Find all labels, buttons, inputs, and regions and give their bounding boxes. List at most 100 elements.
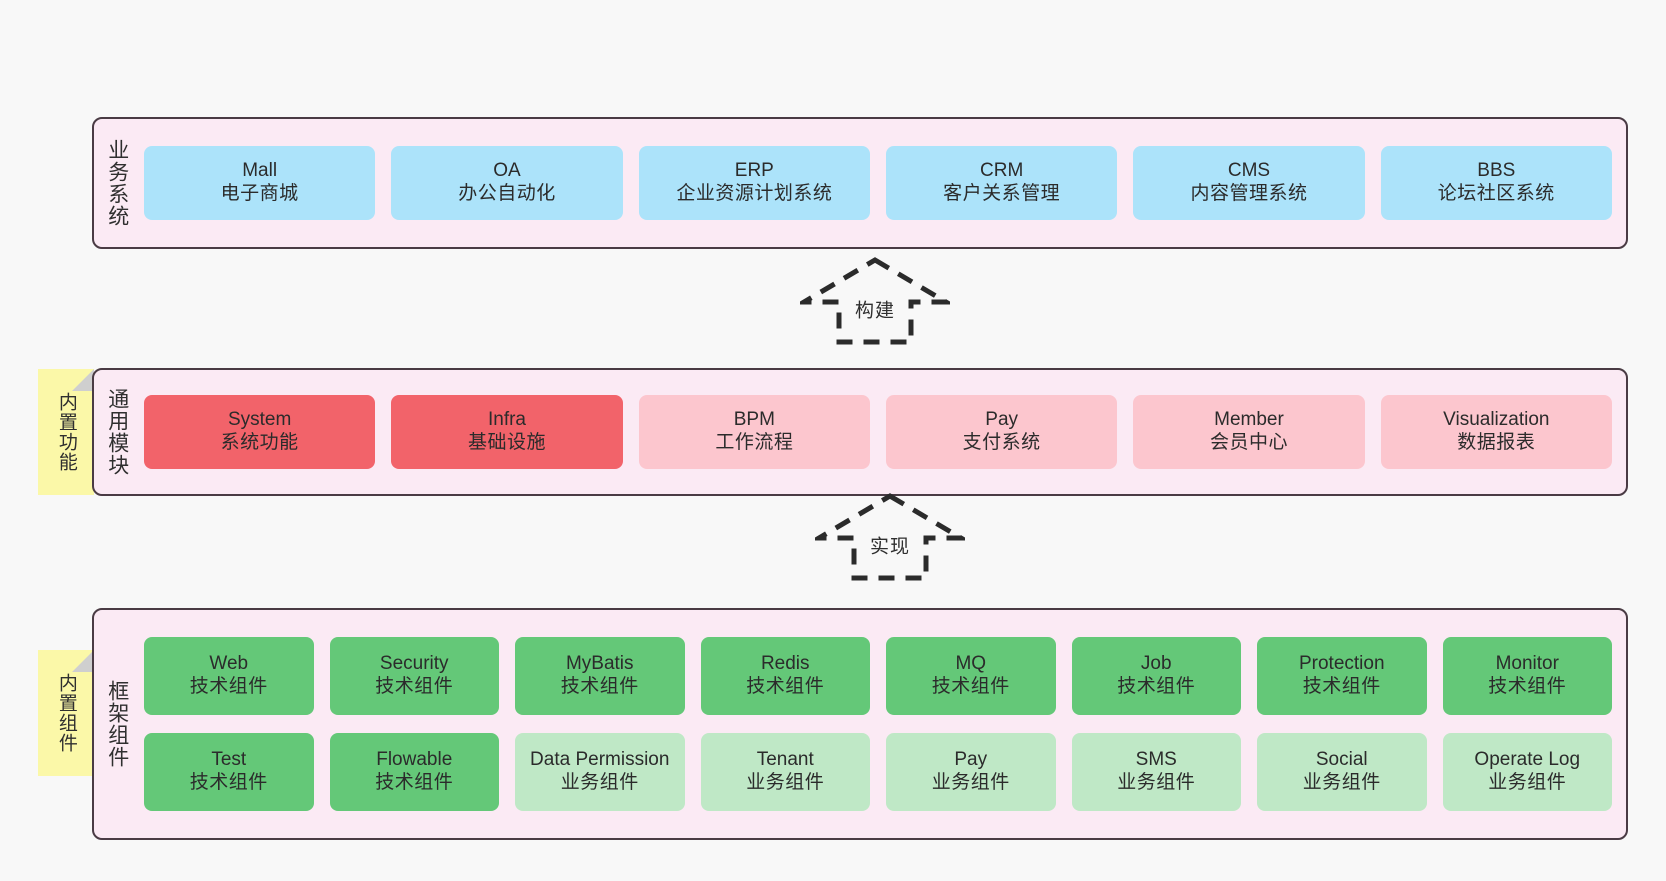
tag-built-in-components-label: 内置组件 [55, 673, 77, 753]
box-oa[interactable]: OA 办公自动化 [391, 146, 623, 220]
framework-row-1: Web 技术组件 Security 技术组件 MyBatis 技术组件 Redi… [144, 637, 1612, 715]
box-mq-en: MQ [955, 653, 987, 675]
box-system[interactable]: System 系统功能 [144, 395, 376, 469]
box-bpm[interactable]: BPM 工作流程 [638, 395, 870, 469]
box-flowable[interactable]: Flowable 技术组件 [329, 733, 499, 811]
box-oa-en: OA [493, 160, 521, 182]
box-mybatis-cn: 技术组件 [560, 676, 639, 697]
box-operate-log-cn: 业务组件 [1488, 772, 1567, 793]
business-row: Mall 电子商城 OA 办公自动化 ERP 企业资源计划系统 CRM 客户关系… [144, 146, 1612, 220]
box-crm[interactable]: CRM 客户关系管理 [885, 146, 1118, 220]
box-system-cn: 系统功能 [220, 432, 299, 453]
box-protection[interactable]: Protection 技术组件 [1257, 637, 1427, 715]
box-sms[interactable]: SMS 业务组件 [1071, 733, 1241, 811]
box-social-cn: 业务组件 [1302, 772, 1381, 793]
box-pay-module-cn: 支付系统 [962, 432, 1041, 453]
box-cms-cn: 内容管理系统 [1190, 183, 1308, 204]
box-infra-cn: 基础设施 [467, 432, 546, 453]
arrow-build-label: 构建 [854, 300, 896, 322]
common-row: System 系统功能 Infra 基础设施 BPM 工作流程 Pay 支付系统… [144, 395, 1612, 469]
box-data-permission-en: Data Permission [530, 749, 670, 771]
box-bpm-cn: 工作流程 [715, 432, 794, 453]
box-cms[interactable]: CMS 内容管理系统 [1133, 146, 1365, 220]
box-tenant-cn: 业务组件 [746, 772, 825, 793]
box-member[interactable]: Member 会员中心 [1133, 395, 1365, 469]
box-mall[interactable]: Mall 电子商城 [144, 146, 376, 220]
box-mybatis[interactable]: MyBatis 技术组件 [515, 637, 685, 715]
box-redis[interactable]: Redis 技术组件 [700, 637, 870, 715]
box-operate-log-en: Operate Log [1474, 749, 1581, 771]
box-mq-cn: 技术组件 [931, 676, 1010, 697]
box-visualization-en: Visualization [1443, 409, 1550, 431]
box-erp-cn: 企业资源计划系统 [676, 183, 833, 204]
box-tenant[interactable]: Tenant 业务组件 [700, 733, 870, 811]
layer-title-common: 通用模块 [105, 388, 129, 476]
box-operate-log[interactable]: Operate Log 业务组件 [1442, 733, 1612, 811]
box-job-cn: 技术组件 [1117, 676, 1196, 697]
box-bbs-cn: 论坛社区系统 [1437, 183, 1555, 204]
tag-built-in-functions: 内置功能 [38, 369, 94, 495]
box-member-en: Member [1214, 409, 1284, 431]
box-visualization-cn: 数据报表 [1457, 432, 1536, 453]
layer-title-business: 业务系统 [105, 139, 129, 227]
box-monitor-en: Monitor [1495, 653, 1559, 675]
box-bbs-en: BBS [1477, 160, 1516, 182]
box-web[interactable]: Web 技术组件 [144, 637, 314, 715]
layer-title-framework: 框架组件 [105, 680, 129, 768]
box-flowable-en: Flowable [376, 749, 453, 771]
arrow-build: 构建 [794, 256, 956, 346]
arrow-implement-icon [809, 493, 971, 581]
box-data-permission[interactable]: Data Permission 业务组件 [515, 733, 685, 811]
box-job[interactable]: Job 技术组件 [1071, 637, 1241, 715]
box-pay-module-en: Pay [985, 409, 1019, 431]
box-infra[interactable]: Infra 基础设施 [391, 395, 623, 469]
tag-built-in-functions-label: 内置功能 [55, 392, 77, 472]
box-redis-en: Redis [760, 653, 810, 675]
box-social-en: Social [1315, 749, 1368, 771]
box-security[interactable]: Security 技术组件 [329, 637, 499, 715]
box-sms-en: SMS [1135, 749, 1177, 771]
box-visualization[interactable]: Visualization 数据报表 [1380, 395, 1612, 469]
arrow-implement: 实现 [809, 492, 971, 582]
framework-row-2: Test 技术组件 Flowable 技术组件 Data Permission … [144, 733, 1612, 811]
box-oa-cn: 办公自动化 [458, 183, 556, 204]
box-pay-component-en: Pay [954, 749, 988, 771]
box-mall-en: Mall [242, 160, 278, 182]
box-pay-module[interactable]: Pay 支付系统 [885, 395, 1118, 469]
box-protection-en: Protection [1298, 653, 1385, 675]
box-infra-en: Infra [487, 409, 526, 431]
box-cms-en: CMS [1227, 160, 1271, 182]
box-pay-component-cn: 业务组件 [931, 772, 1010, 793]
box-mybatis-en: MyBatis [565, 653, 634, 675]
layer-body-common: System 系统功能 Infra 基础设施 BPM 工作流程 Pay 支付系统… [140, 370, 1626, 494]
box-bpm-en: BPM [733, 409, 775, 431]
box-web-en: Web [209, 653, 249, 675]
box-erp[interactable]: ERP 企业资源计划系统 [638, 146, 870, 220]
layer-framework-components: 框架组件 Web 技术组件 Security 技术组件 MyBatis 技术组件… [92, 608, 1628, 840]
layer-body-framework: Web 技术组件 Security 技术组件 MyBatis 技术组件 Redi… [140, 610, 1626, 838]
box-member-cn: 会员中心 [1209, 432, 1288, 453]
box-flowable-cn: 技术组件 [375, 772, 454, 793]
box-job-en: Job [1140, 653, 1172, 675]
box-sms-cn: 业务组件 [1117, 772, 1196, 793]
box-mq[interactable]: MQ 技术组件 [886, 637, 1056, 715]
box-social[interactable]: Social 业务组件 [1257, 733, 1427, 811]
layer-common-modules: 通用模块 System 系统功能 Infra 基础设施 BPM 工作流程 Pay… [92, 368, 1628, 496]
arrow-build-icon [794, 257, 956, 345]
box-bbs[interactable]: BBS 论坛社区系统 [1380, 146, 1612, 220]
box-crm-en: CRM [980, 160, 1024, 182]
box-tenant-en: Tenant [756, 749, 814, 771]
tag-built-in-components: 内置组件 [38, 650, 94, 776]
layer-body-business: Mall 电子商城 OA 办公自动化 ERP 企业资源计划系统 CRM 客户关系… [140, 119, 1626, 247]
box-monitor[interactable]: Monitor 技术组件 [1442, 637, 1612, 715]
box-mall-cn: 电子商城 [220, 183, 299, 204]
layer-business-systems: 业务系统 Mall 电子商城 OA 办公自动化 ERP 企业资源计划系统 CRM… [92, 117, 1628, 249]
box-monitor-cn: 技术组件 [1488, 676, 1567, 697]
box-protection-cn: 技术组件 [1302, 676, 1381, 697]
box-redis-cn: 技术组件 [746, 676, 825, 697]
box-pay-component[interactable]: Pay 业务组件 [886, 733, 1056, 811]
box-test-en: Test [211, 749, 247, 771]
box-system-en: System [227, 409, 292, 431]
box-test[interactable]: Test 技术组件 [144, 733, 314, 811]
